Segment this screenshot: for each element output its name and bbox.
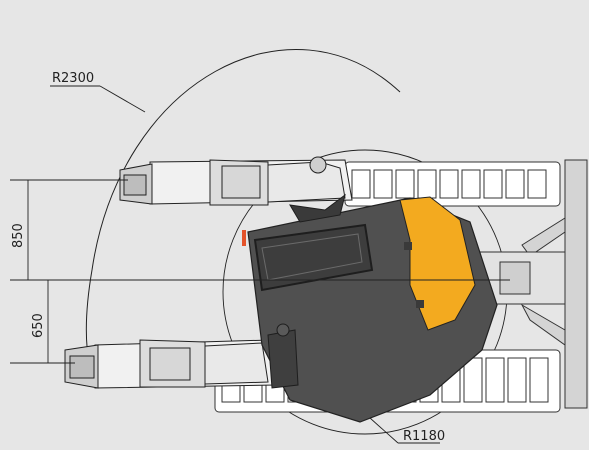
- engine-cover-yellow: [399, 196, 476, 331]
- track-upper: [344, 161, 561, 207]
- upper-structure: [242, 193, 498, 423]
- upper-offset-label: 850: [11, 223, 26, 248]
- boom-lower-position: [64, 339, 276, 389]
- lower-offset-label: 650: [31, 313, 46, 338]
- tail-radius-label: R1180: [403, 429, 445, 444]
- cab-window: [253, 223, 374, 292]
- outer-radius-label: R2300: [52, 71, 94, 86]
- boom-upper-position: [119, 156, 353, 206]
- orange-marker: [242, 230, 246, 246]
- dozer-blade-assembly: [469, 159, 588, 409]
- reference-lines: [10, 85, 510, 444]
